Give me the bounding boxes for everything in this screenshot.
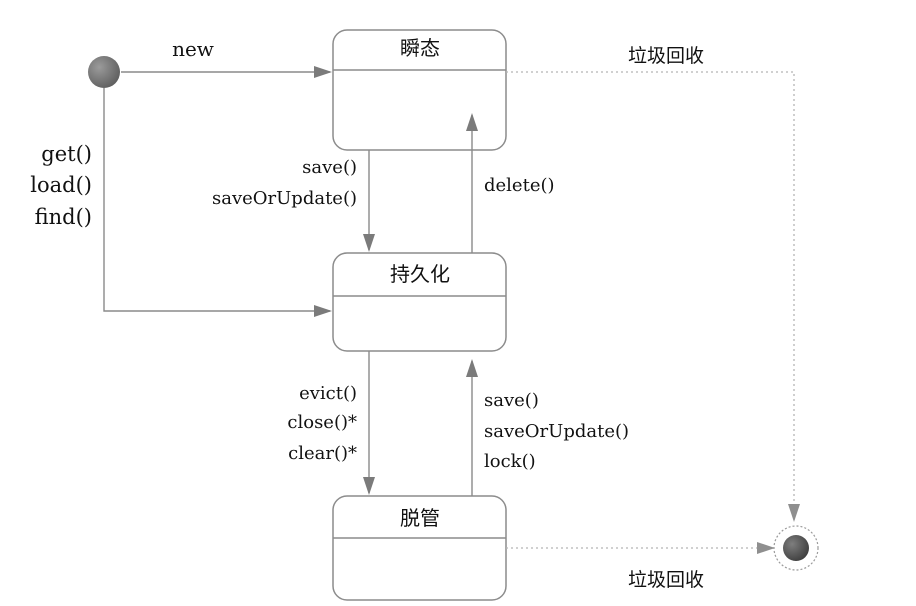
label-lock: lock() xyxy=(484,451,536,472)
state-detached: 脱管 xyxy=(332,495,507,601)
initial-state-node xyxy=(88,56,120,88)
transition-gc-top xyxy=(506,71,800,522)
label-find: find() xyxy=(35,205,92,229)
state-title-transient: 瞬态 xyxy=(400,36,440,60)
state-persistent: 持久化 xyxy=(332,252,507,352)
label-save-1: save() xyxy=(302,157,357,178)
label-get: get() xyxy=(41,142,92,166)
state-title-detached: 脱管 xyxy=(400,506,440,530)
label-gc-bottom: 垃圾回收 xyxy=(628,569,704,591)
transition-get-load-find xyxy=(103,88,332,317)
label-gc-top: 垃圾回收 xyxy=(628,45,704,67)
label-saveorupdate-2: saveOrUpdate() xyxy=(484,421,629,442)
label-close: close()* xyxy=(287,412,357,433)
label-clear: clear()* xyxy=(288,443,357,464)
label-evict: evict() xyxy=(299,383,357,404)
label-delete: delete() xyxy=(484,175,555,196)
label-save-2: save() xyxy=(484,390,539,411)
final-state-node xyxy=(773,525,819,571)
state-transient: 瞬态 xyxy=(332,29,507,151)
label-saveorupdate-1: saveOrUpdate() xyxy=(212,188,357,209)
label-load: load() xyxy=(30,173,92,197)
label-new: new xyxy=(172,37,214,61)
state-title-persistent: 持久化 xyxy=(390,262,450,286)
